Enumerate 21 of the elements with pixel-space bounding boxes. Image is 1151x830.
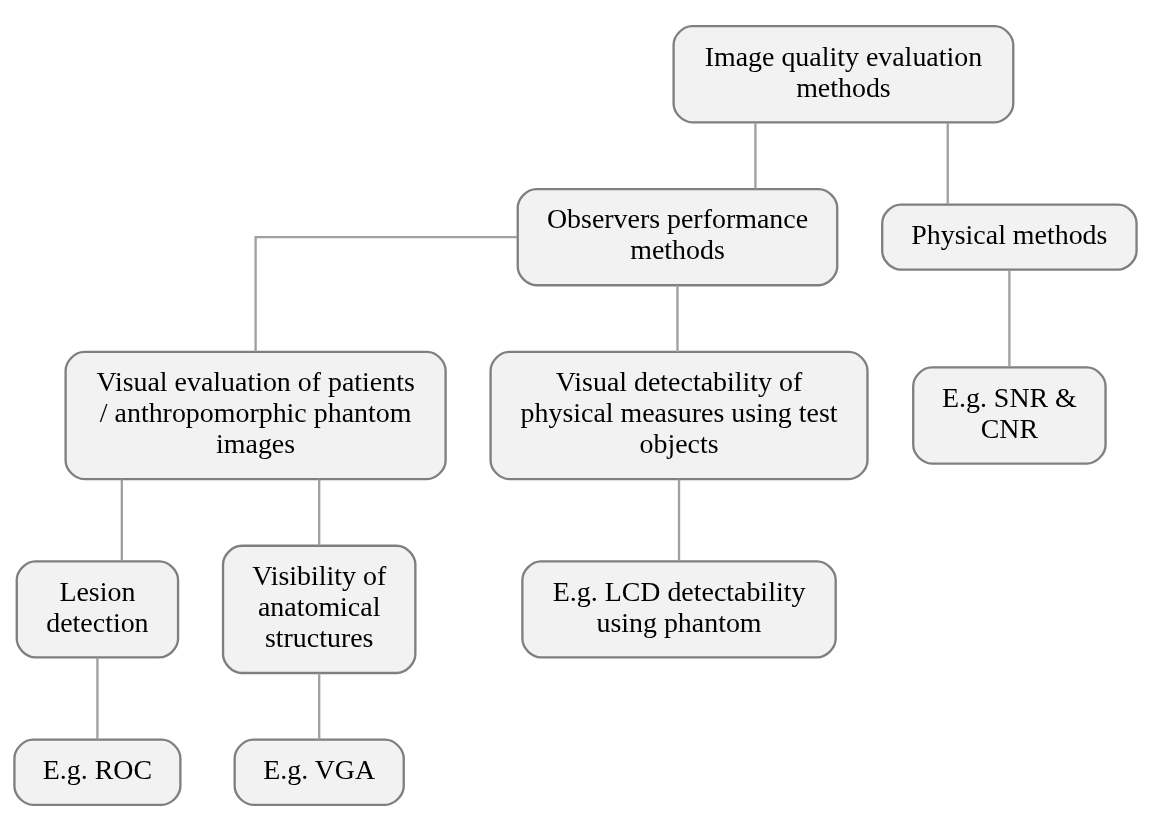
connector [318, 672, 321, 739]
node-box: Physical methods [881, 202, 1138, 271]
node-box: E.g. LCD detectability using phantom [521, 559, 837, 659]
node-box: Visual evaluation of patients / anthropomorphic phantom images [64, 350, 447, 480]
connector [946, 122, 949, 204]
node-box: Image quality evaluation methods [672, 24, 1015, 124]
node-box: Lesion detection [15, 559, 180, 659]
node-box: E.g. SNR & CNR [912, 365, 1107, 465]
connector [254, 235, 518, 352]
connector [318, 479, 321, 545]
connector [677, 479, 681, 561]
node-box: Observers performance methods [516, 187, 839, 286]
node-box: Visual detectability of physical measures using test objects [489, 350, 869, 480]
node-box: E.g. VGA [233, 738, 405, 806]
connector [1008, 269, 1011, 367]
node-box: Visibility of anatomical structures [221, 544, 417, 674]
connector [96, 657, 99, 739]
node-box: E.g. ROC [13, 738, 182, 806]
connector [754, 122, 757, 189]
connector [676, 284, 679, 352]
connector [120, 479, 123, 561]
